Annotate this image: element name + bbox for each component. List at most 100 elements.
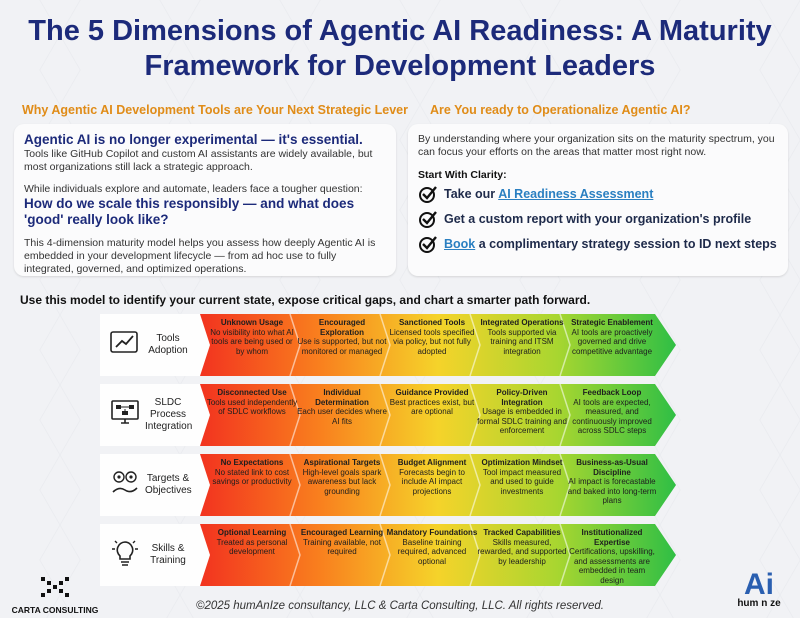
left-p2: While individuals explore and automate, … <box>24 183 363 195</box>
cell-description: AI tools are proactively governed and dr… <box>571 327 653 356</box>
band-separator <box>379 454 391 517</box>
band-shape <box>200 524 676 586</box>
page-title: The 5 Dimensions of Agentic AI Readiness… <box>28 15 772 82</box>
band-separator <box>289 384 301 447</box>
cell-description: Tool impact measured and used to guide i… <box>482 467 562 496</box>
cell-description: Baseline training required, advanced opt… <box>397 537 467 566</box>
right-heading: Are You ready to Operationalize Agentic … <box>430 103 691 117</box>
row-label-text: Skills & Training <box>150 543 186 566</box>
row-label-text: Tools Adoption <box>148 333 188 356</box>
cell-title: Budget Alignment <box>397 458 467 467</box>
band-separator <box>379 384 391 447</box>
left-heading: Why Agentic AI Development Tools are You… <box>22 103 408 117</box>
right-card: By understanding where your organization… <box>408 124 788 276</box>
band-separator <box>559 384 571 447</box>
subline: Use this model to identify your current … <box>20 293 591 307</box>
row-label: Targets & Objectives <box>106 454 194 516</box>
check-item: Take our AI Readiness Assessment <box>418 185 778 203</box>
cell-description: AI impact is forecastable and baked into… <box>567 477 657 505</box>
maturity-band <box>200 524 676 587</box>
cell-description: No visibility into what AI tools are bei… <box>210 327 294 356</box>
cell-title: Individual Determination <box>315 388 369 407</box>
lightbulb-icon <box>109 538 141 572</box>
cell-title: No Expectations <box>220 458 284 467</box>
band-separator <box>379 314 391 377</box>
left-lead: Agentic AI is no longer experimental — i… <box>24 132 363 147</box>
cell-description: Each user decides where AI fits <box>297 407 387 426</box>
cell-title: Integrated Operations <box>480 318 564 327</box>
row-label: Tools Adoption <box>106 314 194 376</box>
cell-title: Business-as-Usual Discipline <box>576 458 648 477</box>
band-separator <box>469 524 481 587</box>
cell-title: Feedback Loop <box>582 388 642 397</box>
book-link[interactable]: Book <box>444 237 476 251</box>
cell-title: Unknown Usage <box>220 318 284 327</box>
cell-title: Encouraged Exploration <box>318 318 366 337</box>
cell-description: Forecasts begin to include AI impact pro… <box>399 467 465 496</box>
start-label: Start With Clarity: <box>418 169 507 181</box>
left-question: How do we scale this responsibly — and w… <box>24 196 355 227</box>
humanize-logo: Ai hum n ze <box>737 568 781 610</box>
checkmark-icon <box>419 236 437 253</box>
cell-title: Tracked Capabilities <box>483 528 561 537</box>
cell-title: Policy-Driven Integration <box>496 388 548 407</box>
cell-title: Aspirational Targets <box>303 458 381 467</box>
checkmark-icon <box>419 211 437 228</box>
band-shape <box>200 454 676 516</box>
assessment-link[interactable]: AI Readiness Assessment <box>498 187 654 201</box>
band-separator <box>559 454 571 517</box>
cell-description: Skills measured, rewarded, and supported… <box>477 537 567 566</box>
cell-title: Strategic Enablement <box>571 318 653 327</box>
cell-description: Tools supported via training and ITSM in… <box>487 327 557 356</box>
cell-title: Mandatory Foundations <box>386 528 478 537</box>
chart-line-icon <box>109 329 141 361</box>
check-item: Get a custom report with your organizati… <box>418 210 778 228</box>
check-item-text: Take our <box>444 187 499 201</box>
cell-description: Use is supported, but not monitored or m… <box>297 337 387 356</box>
cell-description: Tools used independently of SDLC workflo… <box>206 397 298 417</box>
maturity-band <box>200 454 676 517</box>
cell-title: Sanctioned Tools <box>398 318 466 327</box>
carta-logo: CARTA CONSULTING <box>10 575 100 615</box>
cell-description: Training available, not required <box>303 537 381 557</box>
cell-description: Certifications, upskilling, and assessme… <box>569 547 655 585</box>
right-intro: By understanding where your organization… <box>418 133 775 158</box>
maturity-band <box>200 314 676 377</box>
band-shape <box>200 384 676 446</box>
carta-logo-mark-icon <box>41 577 69 597</box>
band-shape <box>200 314 676 376</box>
band-separator <box>559 314 571 377</box>
band-separator <box>469 314 481 377</box>
maturity-band <box>200 384 676 447</box>
band-separator <box>289 524 301 587</box>
cell-description: No stated link to cost savings or produc… <box>212 467 292 487</box>
cell-title: Optimization Mindset <box>481 458 563 467</box>
row-label-text: Targets & Objectives <box>145 473 192 496</box>
cell-description: Usage is embedded in formal SDLC trainin… <box>477 407 567 435</box>
cell-description: Treated as personal development <box>216 537 288 557</box>
cell-title: Encouraged Learning <box>300 528 384 537</box>
band-separator <box>559 524 571 587</box>
checklist: Take our AI Readiness Assessment Get a c… <box>418 185 778 253</box>
cell-title: Disconnected Use <box>217 388 287 397</box>
band-separator <box>289 314 301 377</box>
left-p1: Tools like GitHub Copilot and custom AI … <box>24 148 373 173</box>
cell-description: High-level goals spark awareness but lac… <box>302 467 382 496</box>
cell-description: Best practices exist, but are optional <box>389 397 475 417</box>
cell-description: AI tools are expected, measured, and con… <box>572 397 652 436</box>
